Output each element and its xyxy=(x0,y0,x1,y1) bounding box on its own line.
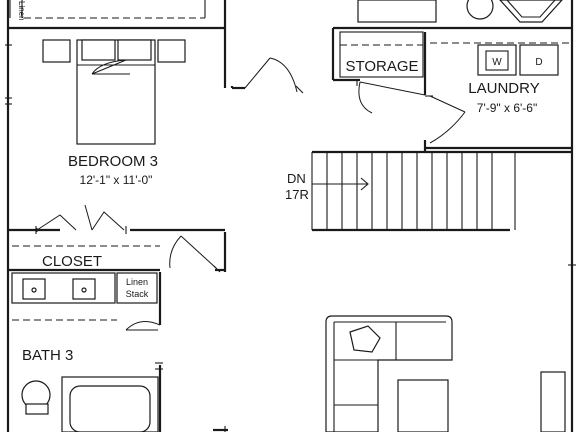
sectional-sofa-icon xyxy=(325,315,566,432)
bed-icon xyxy=(76,39,156,145)
bedroom-3-name: BEDROOM 3 xyxy=(68,153,158,170)
closet-name: CLOSET xyxy=(42,253,102,270)
laundry-name: LAUNDRY xyxy=(468,80,539,97)
bottom-wall-stubs xyxy=(213,426,228,432)
nightstand-left-icon xyxy=(42,39,71,63)
bedroom-3: BEDROOM 3 12'-1" x 11'-0" xyxy=(5,39,186,187)
stairs-direction: DN xyxy=(287,171,306,186)
laundry-door-icon xyxy=(425,95,466,144)
storage: STORAGE xyxy=(339,31,426,114)
closet-bifold-door-icon xyxy=(36,214,77,232)
coffee-table-icon xyxy=(397,379,449,432)
hall-door-icon xyxy=(244,57,304,94)
walls xyxy=(6,0,574,432)
bedroom-3-size: 12'-1" x 11'-0" xyxy=(80,173,153,187)
stair-down-arrow-icon xyxy=(312,177,369,191)
dryer-label: D xyxy=(535,57,542,68)
round-fixture-icon xyxy=(466,0,494,20)
stair-treads xyxy=(326,152,493,230)
dryer-icon xyxy=(519,44,559,76)
washer-label: W xyxy=(492,57,502,68)
top-counter xyxy=(357,0,563,23)
stairs: DN 17R xyxy=(285,150,576,266)
storage-name: STORAGE xyxy=(345,58,418,75)
sink-icon xyxy=(499,0,563,23)
linen-stack-line1: Linen xyxy=(126,277,148,287)
stairs-risers: 17R xyxy=(285,187,309,202)
top-linen-area: Linen xyxy=(9,0,206,21)
bathtub-icon xyxy=(61,376,159,432)
bath-door-icon xyxy=(125,320,163,370)
laundry-size: 7'-9" x 6'-6" xyxy=(477,101,537,115)
linen-stack-icon xyxy=(116,272,158,304)
bath-3: Linen Stack BATH 3 xyxy=(11,272,163,432)
bedroom-door-icon xyxy=(169,235,221,273)
side-table-icon xyxy=(540,371,566,432)
top-linen-label: Linen xyxy=(17,1,26,21)
bath-3-name: BATH 3 xyxy=(22,347,73,364)
laundry: W D LAUNDRY 7'-9" x 6'-6" xyxy=(425,42,572,144)
storage-door-icon xyxy=(356,80,426,114)
toilet-icon xyxy=(21,380,51,415)
nightstand-right-icon xyxy=(157,39,186,63)
linen-stack-line2: Stack xyxy=(126,289,149,299)
closet: CLOSET xyxy=(12,204,221,273)
throw-pillow-icon xyxy=(349,325,381,353)
